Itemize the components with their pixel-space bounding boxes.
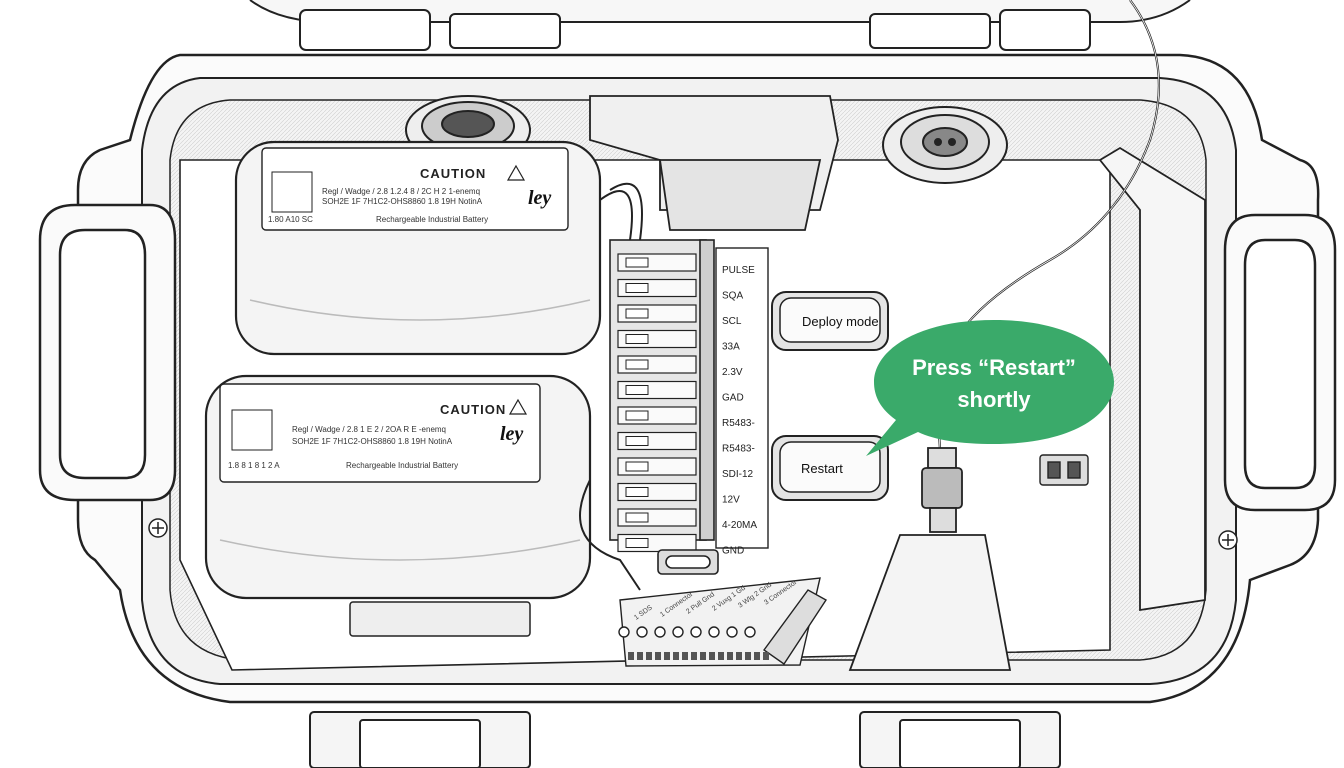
pcb-header-pin [700, 652, 706, 660]
restart-label: Restart [801, 461, 843, 476]
pcb-header-pin [682, 652, 688, 660]
terminal-label: 4-20MA [722, 520, 757, 531]
pcb-header-pin [709, 652, 715, 660]
pcb-header-pin [655, 652, 661, 660]
terminal-slot [625, 308, 649, 319]
battery-top-line1: Regl / Wadge / 2.8 1.2.4 8 / 2C H 2 1-en… [322, 187, 480, 196]
restart-button[interactable]: Restart [771, 435, 889, 501]
battery-top-label: CAUTION ley Regl / Wadge / 2.8 1.2.4 8 /… [268, 164, 551, 224]
terminal-slot [625, 334, 649, 344]
pcb-pins [618, 626, 769, 660]
sensor-connector [848, 447, 1012, 671]
pcb-pin-hole [654, 626, 666, 638]
battery-top-code: 1.80 A10 SC [268, 215, 313, 224]
terminal-label: 33A [722, 342, 740, 353]
callout-line2: shortly [957, 387, 1031, 412]
battery-bottom-caution: CAUTION [440, 402, 506, 417]
electronics-housing [589, 95, 839, 231]
terminal-slot [625, 257, 649, 268]
terminal-label: SQA [722, 291, 743, 302]
pcb-header-pin [763, 652, 769, 660]
battery-bottom-line3: Rechargeable Industrial Battery [346, 461, 458, 470]
pcb-header-pin [628, 652, 634, 660]
pcb-pin-hole [744, 626, 756, 638]
terminal-labels: PULSE SQA SCL 33A 2.3V GAD R5483- R5483- SDI-12 1… [722, 265, 757, 557]
pcb-header-pin [646, 652, 652, 660]
terminal-slot [625, 512, 649, 523]
pcb-header-pin [745, 652, 751, 660]
terminal-label: SCL [722, 316, 742, 327]
side-bracket [1098, 146, 1206, 612]
pcb-pin-hole [618, 626, 630, 638]
battery-bottom-brand: ley [500, 423, 523, 445]
battery-top-caution: CAUTION [420, 166, 486, 181]
pcb-header-pin [664, 652, 670, 660]
terminal-label: PULSE [722, 265, 755, 276]
pcb-header-pin [673, 652, 679, 660]
pcb-pin-hole [690, 626, 702, 638]
pcb-pin-hole [636, 626, 648, 638]
callout-bubble: Press “Restart” shortly [866, 320, 1114, 456]
terminal-screws [617, 253, 697, 553]
callout-line1: Press “Restart” [912, 355, 1076, 380]
terminal-label: 12V [722, 495, 740, 506]
battery-top-line2: SOH2E 1F 7H1C2-OHS8860 1.8 19H NotinA [322, 197, 483, 206]
battery-top-brand: ley [528, 187, 551, 209]
deploy-mode-label: Deploy mode [802, 314, 879, 329]
pcb-header-pin [727, 652, 733, 660]
terminal-label: 2.3V [722, 367, 743, 378]
usb-c-port [657, 549, 719, 575]
pcb-pin-hole [708, 626, 720, 638]
pcb-header-pin [637, 652, 643, 660]
terminal-slot [625, 410, 649, 421]
battery-bottom-line1: Regl / Wadge / 2.8 1 E 2 / 2OA R E -enem… [292, 425, 446, 434]
battery-bottom-label: CAUTION ley Regl / Wadge / 2.8 1 E 2 / 2… [228, 398, 528, 470]
left-handle [38, 203, 177, 502]
terminal-slot [625, 385, 649, 395]
enclosure-lid [249, 0, 1191, 51]
battery-bottom-code: 1.8 8 1 8 1 2 A [228, 461, 280, 470]
terminal-slot [625, 283, 649, 293]
pcb-header-pin [718, 652, 724, 660]
terminal-label: R5483- [722, 418, 755, 429]
bottom-latches [309, 711, 1061, 768]
battery-bottom-line2: SOH2E 1F 7H1C2-OHS8860 1.8 19H NotinA [292, 437, 453, 446]
terminal-label-strip [715, 247, 769, 549]
terminal-label: GAD [722, 393, 744, 404]
terminal-label: SDI-12 [722, 469, 754, 480]
cable-gland-right [882, 106, 1008, 184]
battery-bottom [204, 374, 592, 600]
terminal-label: GND [722, 546, 744, 557]
terminal-slot [625, 359, 649, 370]
pcb-header-pin [736, 652, 742, 660]
pcb-pin-hole [726, 626, 738, 638]
terminal-slot [625, 538, 649, 548]
terminal-slot [625, 487, 649, 497]
right-handle [1223, 213, 1337, 512]
pcb-pin-hole [672, 626, 684, 638]
pcb-header-pin [691, 652, 697, 660]
small-connector [1039, 454, 1089, 486]
terminal-label: R5483- [722, 444, 755, 455]
battery-top [234, 140, 602, 356]
battery-top-line3: Rechargeable Industrial Battery [376, 215, 488, 224]
terminal-slot [625, 436, 649, 446]
plate-foot [349, 601, 531, 637]
terminal-slot [625, 461, 649, 472]
deploy-mode-button[interactable]: Deploy mode [771, 291, 889, 351]
pin-header-pcb [619, 577, 827, 667]
pcb-header-pin [754, 652, 760, 660]
